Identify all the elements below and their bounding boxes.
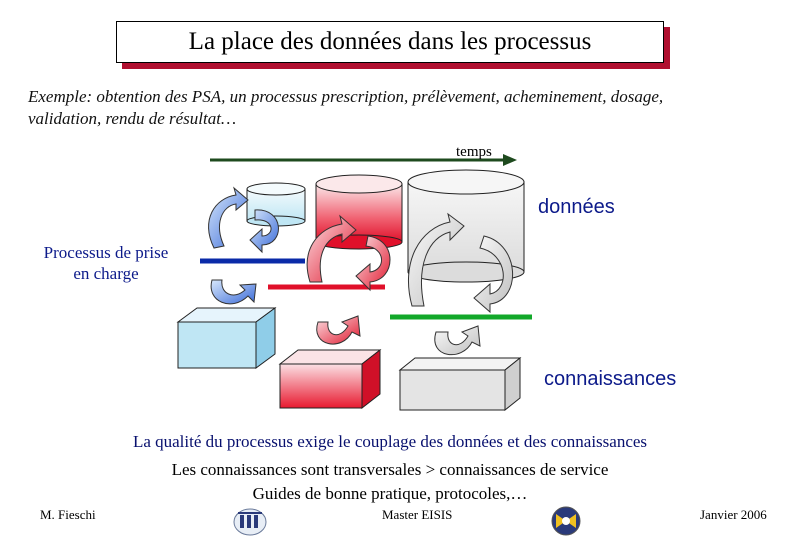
data-to-process-arrow-1 [208, 186, 249, 249]
footer-course: Master EISIS [382, 507, 453, 522]
footer-date: Janvier 2006 [700, 507, 767, 522]
knowledge-box-3 [398, 356, 522, 412]
process-to-data-arrow-2 [355, 235, 391, 292]
knowledge-to-process-arrow-2 [316, 315, 361, 345]
example-line-2: validation, rendu de résultat… [28, 109, 237, 128]
institution-emblem [551, 506, 581, 536]
data-to-process-arrow-2 [306, 214, 357, 283]
knowledge-box-1 [176, 307, 277, 369]
university-logo [233, 508, 267, 536]
footer-author: M. Fieschi [40, 507, 96, 522]
knowledge-to-process-arrow-3 [434, 325, 481, 356]
example-line-1: Exemple: obtention des PSA, un processus… [28, 87, 664, 106]
process-label: Processus de prise en charge [30, 242, 182, 284]
process-label-line-1: Processus de prise [43, 243, 169, 262]
process-label-line-2: en charge [73, 264, 139, 283]
time-arrow-head [503, 154, 517, 166]
example-text: Exemple: obtention des PSA, un processus… [28, 86, 798, 130]
summary-line-1: La qualité du processus exige le couplag… [132, 432, 648, 451]
summary-line-2: Les connaissances sont transversales > c… [171, 460, 609, 479]
data-to-process-arrow-3 [407, 212, 465, 307]
time-label: temps [456, 144, 492, 160]
slide-title: La place des données dans les processus [116, 21, 664, 63]
slide-title-text: La place des données dans les processus [188, 28, 592, 55]
knowledge-box-2 [278, 348, 382, 410]
process-to-data-arrow-3 [473, 235, 513, 314]
summary-line-3: Guides de bonne pratique, protocoles,… [252, 484, 528, 503]
process-to-data-arrow-1 [249, 209, 279, 254]
knowledge-to-process-arrow-1 [210, 279, 257, 305]
knowledge-label: connaissances [544, 368, 677, 390]
data-label: données [538, 196, 615, 218]
